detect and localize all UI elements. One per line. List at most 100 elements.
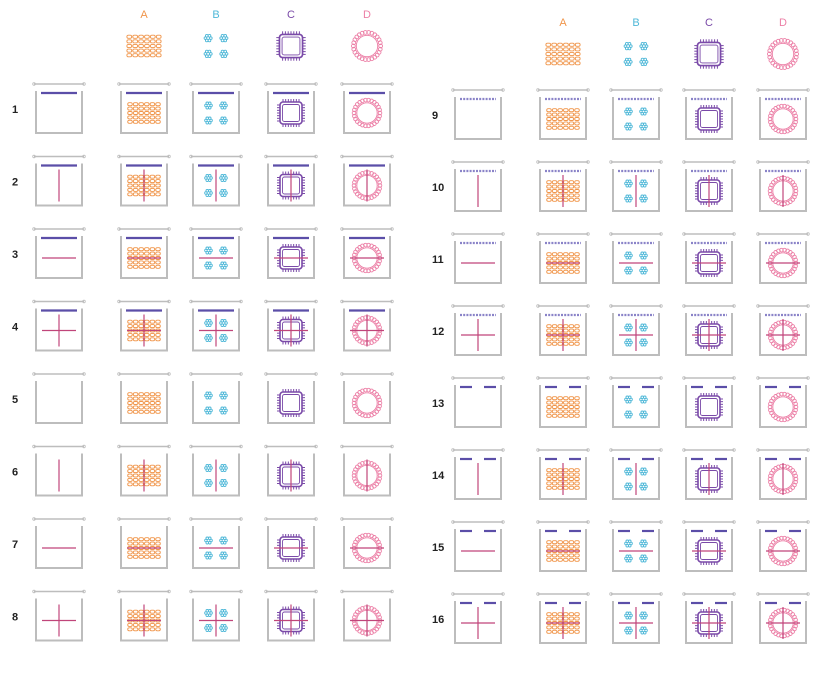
rod-particle xyxy=(144,115,150,120)
rod-particle xyxy=(574,269,580,274)
rod-particle xyxy=(155,541,161,546)
container-outline xyxy=(759,529,807,572)
rod-particle xyxy=(563,481,569,486)
rim-knob xyxy=(117,372,121,376)
rod-particle xyxy=(551,396,558,401)
rod-particle xyxy=(563,405,569,409)
rod-particle xyxy=(546,481,552,486)
rod-particle xyxy=(127,469,133,474)
rod-particle xyxy=(574,193,580,198)
rim-knob xyxy=(239,154,243,159)
rod-particle xyxy=(557,108,563,113)
rod-particle xyxy=(546,477,552,481)
container-outline xyxy=(685,313,733,356)
rod-particle xyxy=(126,34,133,39)
rim-knob xyxy=(756,520,760,524)
rod-particle xyxy=(155,405,161,410)
row-label: 14 xyxy=(432,470,445,482)
flower-petal xyxy=(628,338,632,343)
container-outline xyxy=(612,385,660,428)
container-outline xyxy=(35,91,83,134)
rod-particle xyxy=(126,53,133,58)
rod-particle xyxy=(138,392,144,397)
rod-particle xyxy=(144,332,150,337)
rod-particle xyxy=(551,180,558,185)
rod-particle xyxy=(551,616,558,621)
flower-petal xyxy=(643,467,647,472)
rim-knob xyxy=(806,160,810,164)
rim-knob xyxy=(732,232,736,236)
container-outline xyxy=(343,381,391,424)
rim-knob xyxy=(451,520,455,524)
column-legend-icon-D xyxy=(351,30,383,62)
container-outline xyxy=(120,598,168,642)
ring-bead xyxy=(377,397,382,403)
rim-knob xyxy=(32,444,36,449)
rim-knob xyxy=(501,232,505,236)
rim-knob xyxy=(451,592,455,596)
flower-petal xyxy=(628,266,632,271)
experiment-cell xyxy=(609,88,663,140)
rod-particle xyxy=(574,400,580,405)
rod-particle xyxy=(563,180,569,185)
flower-petal xyxy=(208,406,212,411)
rod-particle xyxy=(138,477,144,482)
rod-particle xyxy=(149,251,156,256)
rim-knob xyxy=(264,372,268,376)
row-label: 9 xyxy=(432,110,438,122)
experiment-cell xyxy=(189,444,243,497)
rod-particle xyxy=(144,396,150,401)
ring-bead xyxy=(366,268,371,274)
column-header-B: B xyxy=(632,17,639,29)
rim-knob xyxy=(82,299,86,304)
rod-particle xyxy=(149,392,156,397)
rod-particle xyxy=(563,553,569,558)
container-outline xyxy=(454,313,502,356)
rod-particle xyxy=(551,337,558,342)
rod-particle xyxy=(551,252,558,257)
rod-particle xyxy=(563,121,569,126)
column-header-A: A xyxy=(140,9,148,21)
rod-particle xyxy=(132,247,139,252)
rod-particle xyxy=(546,472,552,477)
rim-knob xyxy=(264,227,268,231)
ring-bead xyxy=(793,476,799,482)
rod-particle xyxy=(574,61,581,66)
rod-particle xyxy=(568,324,575,329)
rod-particle xyxy=(574,117,580,121)
container-outline xyxy=(685,601,733,644)
rod-particle xyxy=(149,477,156,482)
ring-bead xyxy=(793,116,799,122)
rim-knob xyxy=(659,448,663,452)
rod-particle xyxy=(155,392,161,397)
rod-particle xyxy=(568,612,575,617)
column-legend-icon-C xyxy=(276,31,306,61)
rod-particle xyxy=(144,464,150,469)
rod-particle xyxy=(155,537,161,542)
flower-petal xyxy=(628,554,632,559)
rod-particle xyxy=(568,61,575,66)
experiment-cell xyxy=(756,88,810,140)
rod-particle xyxy=(155,469,161,474)
rod-particle xyxy=(144,622,150,627)
rim-knob xyxy=(82,372,86,376)
rim-knob xyxy=(340,227,344,231)
rod-particle xyxy=(127,319,133,324)
rod-particle xyxy=(546,625,552,630)
flower-petal xyxy=(208,479,212,483)
rod-particle xyxy=(149,409,156,414)
container-outline xyxy=(759,169,807,212)
rod-particle xyxy=(127,405,133,410)
experiment-cell xyxy=(264,227,318,279)
rim-knob xyxy=(340,372,344,376)
rod-particle xyxy=(132,392,139,397)
experiment-cell xyxy=(32,517,86,569)
container-outline xyxy=(454,457,502,500)
rod-particle xyxy=(155,609,161,614)
flower-petal xyxy=(628,410,632,415)
experiment-cell xyxy=(682,160,736,212)
rim-knob xyxy=(586,232,590,236)
rod-particle xyxy=(551,544,558,549)
rim-knob xyxy=(340,299,344,304)
rim-knob xyxy=(682,448,686,452)
